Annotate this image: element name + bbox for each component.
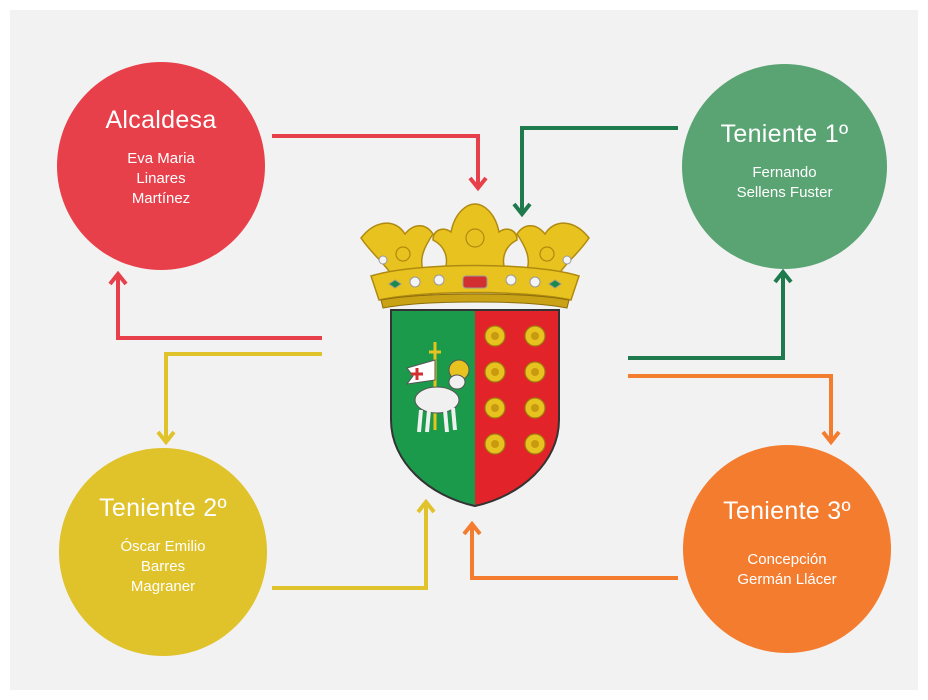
name-line: Barres: [140, 558, 186, 575]
name-line: Óscar Emilio: [120, 538, 206, 555]
arrowhead-crest-to-teniente2: [156, 430, 176, 446]
node-alcaldesa: Alcaldesa Eva Maria Linares Martínez: [57, 62, 265, 270]
arrowhead-crest-to-alcaldesa: [108, 270, 128, 286]
name-line: Fernando: [752, 164, 817, 181]
arrow-crest-to-alcaldesa: [116, 276, 322, 340]
arrow-teniente2-to-crest: [272, 504, 428, 590]
role-label: Teniente 2º: [99, 494, 227, 522]
arrow-crest-to-teniente3: [628, 374, 833, 440]
person-name: Concepción Germán Llácer: [717, 550, 857, 590]
person-name: Fernando Sellens Fuster: [720, 163, 850, 203]
arrowhead-teniente2-to-crest: [416, 498, 436, 514]
node-teniente-2: Teniente 2º Óscar Emilio Barres Magraner: [59, 448, 267, 656]
person-name: Eva Maria Linares Martínez: [101, 149, 221, 209]
arrowhead-teniente1-to-crest: [512, 202, 532, 218]
name-line: Magraner: [130, 578, 196, 595]
name-line: Linares: [136, 170, 186, 187]
name-line: Martínez: [131, 190, 191, 207]
name-line: Sellens Fuster: [736, 184, 833, 201]
arrow-alcaldesa-to-crest: [272, 134, 480, 186]
arrowhead-crest-to-teniente1: [773, 268, 793, 284]
coat-of-arms-icon: [360, 203, 590, 508]
node-teniente-3: Teniente 3º Concepción Germán Llácer: [683, 445, 891, 653]
role-label: Alcaldesa: [105, 106, 217, 134]
name-line: Concepción: [747, 551, 827, 568]
arrowhead-crest-to-teniente3: [821, 430, 841, 446]
arrow-teniente1-to-crest: [520, 126, 678, 212]
role-label: Teniente 3º: [723, 497, 851, 525]
arrowhead-alcaldesa-to-crest: [468, 176, 488, 192]
paschal-lamb: [405, 342, 470, 433]
arrow-teniente3-to-crest: [470, 526, 678, 580]
arrow-crest-to-teniente1: [628, 274, 785, 360]
arrowhead-teniente3-to-crest: [462, 520, 482, 536]
name-line: Eva Maria: [127, 150, 195, 167]
name-line: Germán Llácer: [737, 571, 837, 588]
arrow-crest-to-teniente2: [164, 352, 322, 440]
node-teniente-1: Teniente 1º Fernando Sellens Fuster: [682, 64, 887, 269]
role-label: Teniente 1º: [720, 120, 849, 148]
person-name: Óscar Emilio Barres Magraner: [103, 537, 223, 597]
